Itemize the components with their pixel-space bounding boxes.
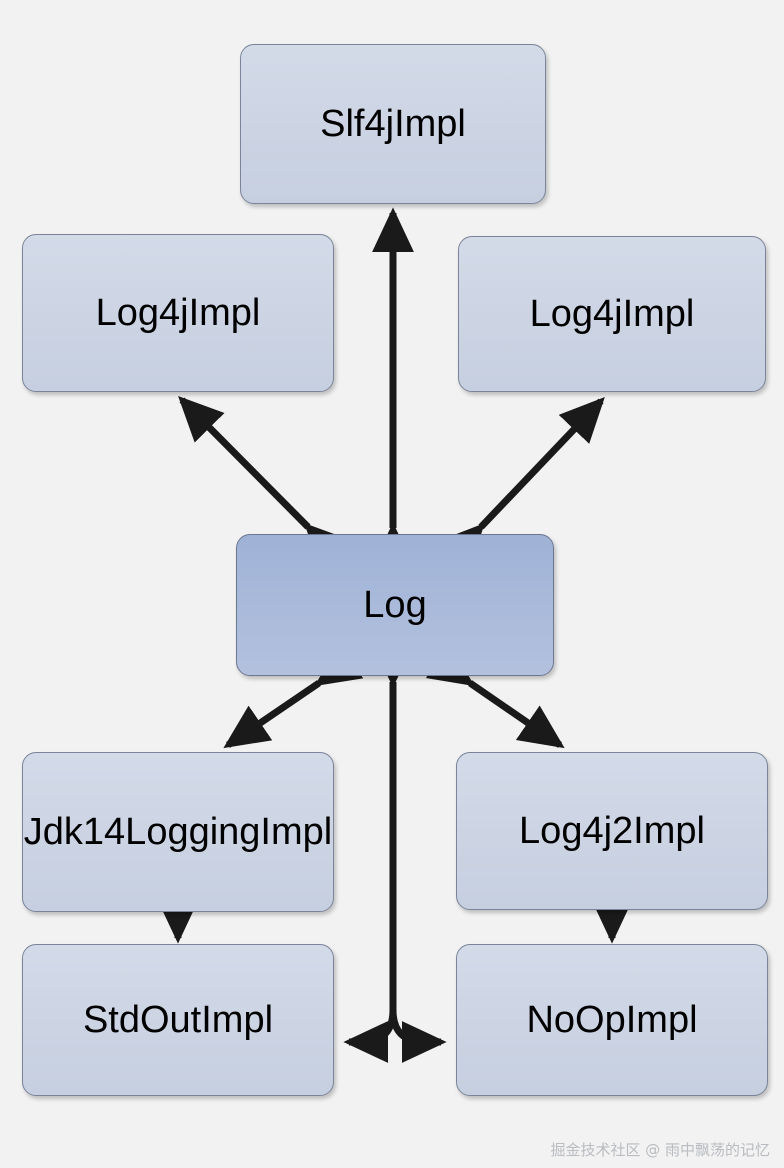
node-slf4jimpl[interactable]: Slf4jImpl [240, 44, 546, 204]
edge-log-jdk14 [223, 643, 364, 749]
node-log4jimpl-left[interactable]: Log4jImpl [22, 234, 334, 392]
node-stdoutimpl[interactable]: StdOutImpl [22, 944, 334, 1096]
node-log4jimpl-right[interactable]: Log4jImpl [458, 236, 766, 392]
node-label: Log4jImpl [529, 292, 695, 335]
edge-log-bottom-bus [343, 642, 414, 1063]
node-label: Log4j2Impl [519, 809, 705, 852]
node-log[interactable]: Log [236, 534, 554, 676]
node-label: Jdk14LoggingImpl [23, 810, 333, 853]
watermark: 掘金技术社区 @ 雨中飘荡的记忆 [550, 1141, 770, 1159]
node-label: Log [363, 583, 427, 626]
edge-log-log4j-right [438, 396, 605, 570]
node-label: Log4jImpl [95, 291, 261, 334]
node-label: Slf4jImpl [320, 102, 466, 145]
node-jdk14loggingimpl[interactable]: Jdk14LoggingImpl [22, 752, 334, 912]
node-noopimpl[interactable]: NoOpImpl [456, 944, 768, 1096]
edge-bottom-bus-noop [389, 1009, 447, 1063]
edge-log-log4j2 [425, 643, 565, 749]
node-label: StdOutImpl [82, 998, 274, 1041]
node-label: NoOpImpl [526, 998, 698, 1041]
node-log4j2impl[interactable]: Log4j2Impl [456, 752, 768, 910]
edge-log-log4j-left [178, 396, 351, 570]
